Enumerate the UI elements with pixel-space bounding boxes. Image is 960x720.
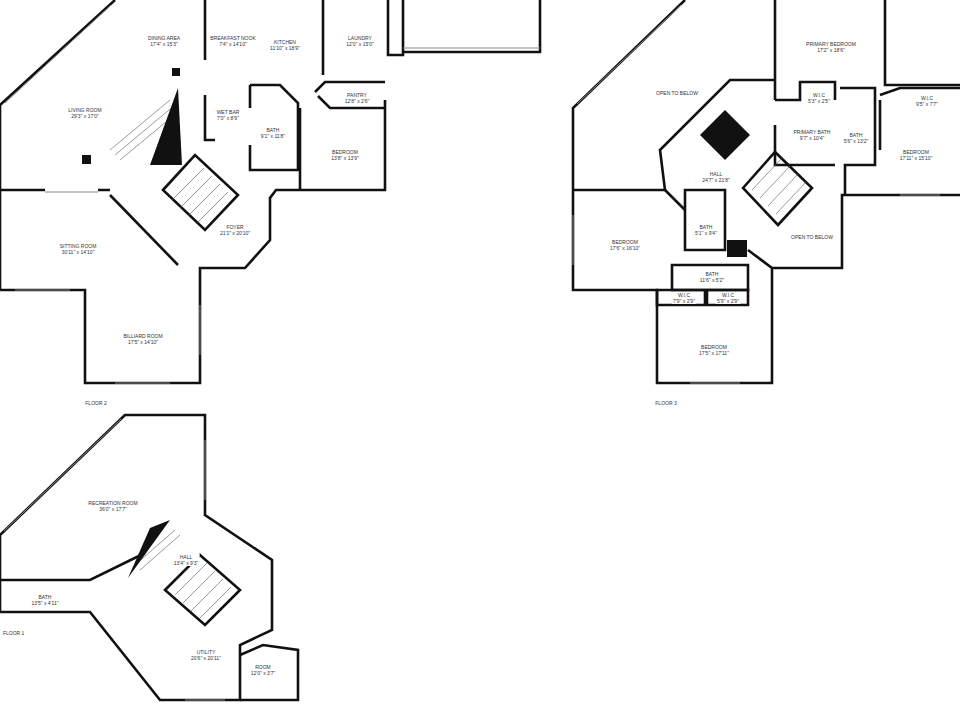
- room-dimension: 9'1" x 11'8": [260, 133, 286, 139]
- room-label: SITTING ROOM30'11" x 14'10": [59, 243, 98, 255]
- room-dimension: 7'0" x 8'9": [216, 115, 241, 121]
- room-label: BEDROOM13'8" x 13'9": [330, 149, 359, 161]
- room-dimension: 36'0" x 17'7": [87, 506, 138, 512]
- room-label: BILLIARD ROOM17'5" x 14'10": [122, 333, 163, 345]
- room-label: BREAKFAST NOOK7'4" x 14'10": [209, 35, 256, 47]
- room-dimension: 5'9" x 2'9": [716, 298, 740, 304]
- room-dimension: 17'6" x 16'10": [609, 245, 641, 251]
- room-dimension: 12'0" x 15'0": [345, 41, 374, 47]
- room-name: OPEN TO BELOW: [790, 234, 834, 240]
- room-label: PRIMARY BATH9'7" x 10'4": [793, 129, 832, 141]
- room-label: BATH5'6" x 13'2": [843, 132, 870, 144]
- room-dimension: 7'4" x 14'10": [209, 41, 256, 47]
- room-label: ROOM12'0" x 3'7": [250, 664, 277, 676]
- room-label: BEDROOM17'6" x 16'10": [609, 239, 641, 251]
- room-dimension: 5'6" x 13'2": [843, 138, 870, 144]
- room-label: W.I.C5'3" x 2'5": [807, 92, 831, 104]
- room-label: OPEN TO BELOW: [790, 234, 834, 240]
- room-label: DINING AREA17'4" x 15'3": [147, 35, 181, 47]
- room-label: UTILITY20'6" x 20'11": [190, 649, 222, 661]
- room-dimension: 17'11" x 15'10": [899, 155, 934, 161]
- room-dimension: 13'4" x 9'3": [173, 560, 200, 566]
- floor-label: FLOOR 2: [85, 400, 106, 406]
- room-label: HALL13'4" x 9'3": [173, 554, 200, 566]
- room-dimension: 29'3" x 17'0": [67, 113, 102, 119]
- room-dimension: 17'5" x 14'10": [122, 339, 163, 345]
- room-dimension: 9'7" x 10'4": [793, 135, 832, 141]
- room-label: LIVING ROOM29'3" x 17'0": [67, 107, 102, 119]
- room-label: PRIMARY BEDROOM17'2" x 18'6": [805, 41, 857, 53]
- room-dimension: 5'1" x 9'4": [694, 230, 718, 236]
- room-label: BATH13'5" x 4'11": [30, 594, 59, 606]
- room-label: RECREATION ROOM36'0" x 17'7": [87, 500, 138, 512]
- room-label: PANTRY12'8" x 2'6": [344, 92, 371, 104]
- room-dimension: 24'7" x 21'8": [701, 177, 730, 183]
- room-label: W.I.C5'9" x 2'9": [716, 292, 740, 304]
- room-dimension: 17'5" x 17'11": [698, 350, 730, 356]
- room-dimension: 5'3" x 2'5": [807, 98, 831, 104]
- room-label: BATH9'1" x 11'8": [260, 127, 286, 139]
- room-dimension: 9'5" x 7'7": [915, 101, 939, 107]
- room-label: KITCHEN11'10" x 18'9": [269, 39, 301, 51]
- room-label: WET BAR7'0" x 8'9": [216, 109, 241, 121]
- room-dimension: 13'8" x 13'9": [330, 155, 359, 161]
- room-dimension: 13'5" x 4'11": [30, 600, 59, 606]
- floor-label: FLOOR 1: [3, 630, 24, 636]
- room-dimension: 12'8" x 2'6": [344, 98, 371, 104]
- room-label: W.I.C7'9" x 2'9": [672, 292, 696, 304]
- room-label: BATH11'6" x 5'2": [699, 271, 725, 283]
- room-label: FOYER21'1" x 20'10": [219, 224, 251, 236]
- room-label: OPEN TO BELOW: [655, 90, 699, 96]
- room-name: OPEN TO BELOW: [655, 90, 699, 96]
- room-dimension: 12'0" x 3'7": [250, 670, 277, 676]
- room-label: BEDROOM17'11" x 15'10": [899, 149, 934, 161]
- room-label: LAUNDRY12'0" x 15'0": [345, 35, 374, 47]
- room-dimension: 20'6" x 20'11": [190, 655, 222, 661]
- room-dimension: 17'4" x 15'3": [147, 41, 181, 47]
- room-dimension: 7'9" x 2'9": [672, 298, 696, 304]
- room-label: HALL24'7" x 21'8": [701, 171, 730, 183]
- room-label: BATH5'1" x 9'4": [694, 224, 718, 236]
- room-dimension: 17'2" x 18'6": [805, 47, 857, 53]
- room-dimension: 30'11" x 14'10": [59, 249, 98, 255]
- room-dimension: 11'6" x 5'2": [699, 277, 725, 283]
- room-dimension: 21'1" x 20'10": [219, 230, 251, 236]
- room-label: BEDROOM17'5" x 17'11": [698, 344, 730, 356]
- floor-label: FLOOR 3: [655, 400, 676, 406]
- room-dimension: 11'10" x 18'9": [269, 45, 301, 51]
- room-label: W.I.C9'5" x 7'7": [915, 95, 939, 107]
